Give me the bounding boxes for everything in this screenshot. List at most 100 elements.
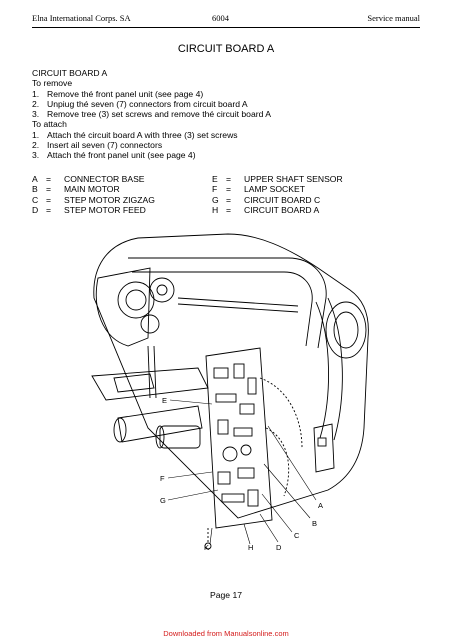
gear xyxy=(149,277,175,303)
gear xyxy=(156,284,168,296)
gear xyxy=(125,289,147,311)
step-text: Attach thé front panel unit (see page 4) xyxy=(47,150,196,161)
instructions: CIRCUIT BOARD A To remove 1. Remove thé f… xyxy=(32,68,271,161)
legend-key: F xyxy=(212,184,218,195)
legend-row: D=STEP MOTOR FEED xyxy=(32,205,155,215)
header-company: Elna International Corps. SA xyxy=(32,13,131,23)
bed-plate xyxy=(113,373,155,393)
page-title: CIRCUIT BOARD A xyxy=(177,43,275,55)
legend-label: UPPER SHAFT SENSOR xyxy=(244,174,343,184)
remove-step: 2. Unpiug thé seven (7) connectors from c… xyxy=(32,99,271,109)
legend-row: B = MAIN MOTOR xyxy=(32,184,155,194)
machine-casing xyxy=(93,233,369,519)
leader-h xyxy=(243,523,251,545)
board-component xyxy=(233,427,253,437)
attach-step: 1. Attach thé circuit board A with three … xyxy=(32,130,271,140)
step-text: Unpiug thé seven (7) connectors from cir… xyxy=(47,98,248,109)
callout-f: F xyxy=(160,474,165,483)
remove-step: 3. Remove tree (3) set screws and remove … xyxy=(32,109,271,119)
bed xyxy=(91,367,209,401)
leader-d xyxy=(259,513,279,543)
step-text: Attach thé circuit board A with three (3… xyxy=(47,129,238,140)
machine-drawing: E F G A B C D H K xyxy=(91,233,369,552)
leader-g xyxy=(167,489,219,501)
legend-eq: = xyxy=(46,184,52,195)
instructions-heading: CIRCUIT BOARD A xyxy=(32,68,108,78)
circuit-board xyxy=(205,347,273,529)
legend-eq: = xyxy=(46,205,52,216)
header-manual-type: Service manual xyxy=(367,13,420,23)
upper-shaft xyxy=(177,303,299,313)
download-link[interactable]: Downloaded from Manualsonline.com xyxy=(163,629,289,638)
step-number: 2. xyxy=(32,98,40,109)
needle-bar xyxy=(153,345,157,399)
header-model: 6004 xyxy=(212,13,229,23)
board-component xyxy=(215,393,237,403)
callout-e: E xyxy=(162,396,167,405)
leader-b xyxy=(263,463,311,519)
page-number: Page 17 xyxy=(209,590,243,600)
legend-label: LAMP SOCKET xyxy=(244,184,305,195)
legend-label: MAIN MOTOR xyxy=(64,184,120,195)
step-number: 2. xyxy=(32,140,40,151)
step-number: 1. xyxy=(32,88,40,99)
wire xyxy=(259,377,303,449)
board-component xyxy=(237,467,255,479)
step-number: 3. xyxy=(32,109,40,120)
legend-eq: = xyxy=(226,205,232,216)
board-component xyxy=(247,377,257,395)
legend-row: C=STEP MOTOR ZIGZAG xyxy=(32,195,155,205)
attach-step: 2.Insert ail seven (7) connectors xyxy=(32,140,271,150)
board-component xyxy=(233,363,245,379)
legend-key: H xyxy=(212,205,219,216)
callout-d: D xyxy=(276,543,282,552)
legend-row: H=CIRCUIT BOARD A xyxy=(212,205,343,215)
step-text: Remove tree (3) set screws and remove th… xyxy=(47,109,272,120)
upper-shaft xyxy=(177,297,299,307)
legend-key: D xyxy=(32,205,39,216)
motor xyxy=(159,425,201,449)
legend-label: CIRCUIT BOARD C xyxy=(244,194,321,205)
legend-row: G = CIRCUIT BOARD C xyxy=(212,195,343,205)
legend-row: A = CONNECTOR BASE xyxy=(32,174,155,184)
gear xyxy=(117,281,155,319)
legend-eq: = xyxy=(226,194,232,205)
leader-e xyxy=(169,399,213,405)
leader-k xyxy=(209,527,213,545)
handwheel xyxy=(325,301,367,359)
remove-step: 1. Remove thé front panel unit (see page … xyxy=(32,89,271,99)
board-capacitor xyxy=(240,444,252,456)
legend-row: E=UPPER SHAFT SENSOR xyxy=(212,174,343,184)
gear xyxy=(140,314,160,334)
upper-arm-inner xyxy=(132,271,313,347)
board-component xyxy=(221,493,245,503)
board-component xyxy=(217,471,231,485)
header-rule xyxy=(32,27,420,28)
free-arm-end xyxy=(113,417,127,443)
legend-right: E=UPPER SHAFT SENSOR F = LAMP SOCKET G = CIR… xyxy=(212,174,343,216)
legend-eq: = xyxy=(46,174,52,184)
remove-heading: To remove xyxy=(32,78,73,89)
screw xyxy=(204,542,212,550)
callout-k: K xyxy=(204,543,209,552)
legend-key: A xyxy=(32,174,38,184)
handwheel xyxy=(333,311,359,349)
board-component xyxy=(217,419,229,435)
step-number: 1. xyxy=(32,129,40,140)
legend-eq: = xyxy=(46,194,52,205)
legend-label: CONNECTOR BASE xyxy=(64,174,145,184)
leader-c xyxy=(261,493,293,533)
board-component xyxy=(239,403,255,415)
leader-f xyxy=(167,471,213,479)
upper-arm xyxy=(128,257,327,349)
connector-panel xyxy=(313,423,335,473)
step-text: Remove thé front panel unit (see page 4) xyxy=(47,88,204,99)
free-arm xyxy=(117,405,203,443)
legend-key: E xyxy=(212,174,218,184)
board-component xyxy=(213,367,229,379)
connector xyxy=(317,437,327,447)
board-capacitor xyxy=(222,446,238,462)
step-number: 3. xyxy=(32,150,40,161)
legend-key: G xyxy=(212,194,219,205)
legend-key: B xyxy=(32,184,38,195)
